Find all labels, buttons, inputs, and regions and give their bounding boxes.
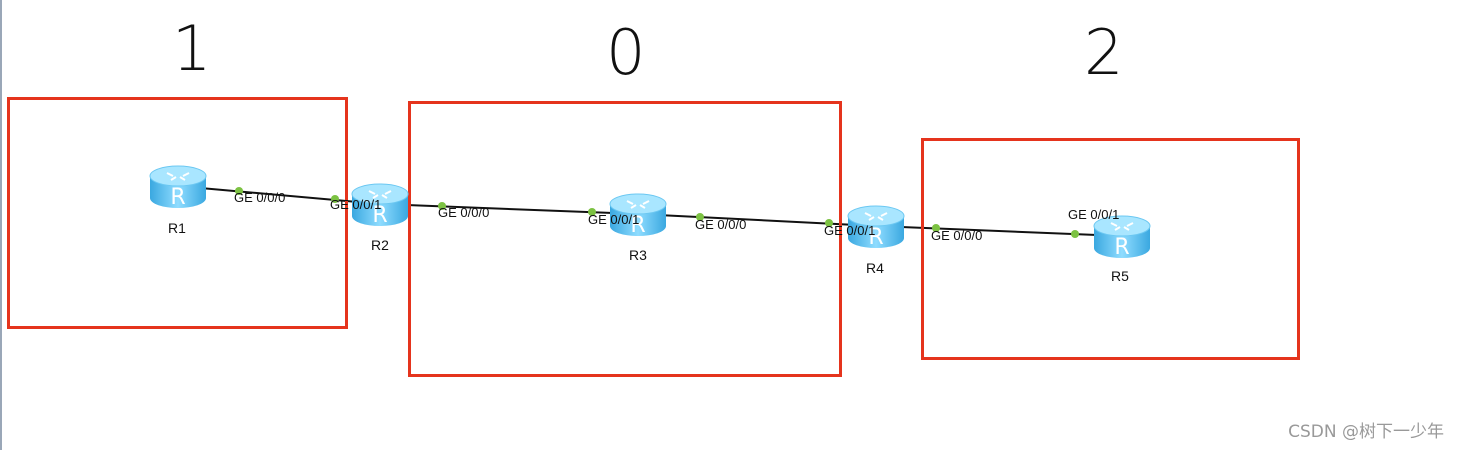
svg-text:R: R — [170, 185, 185, 210]
router-icon-r1[interactable]: R — [147, 160, 209, 212]
router-label-r5: R5 — [1111, 268, 1129, 284]
port-dot — [696, 213, 704, 221]
watermark: CSDN @树下一少年 — [1288, 422, 1444, 442]
router-icon-r3[interactable]: R — [607, 188, 669, 240]
port-dot — [438, 202, 446, 210]
area-box-1 — [7, 97, 348, 329]
router-label-r3: R3 — [629, 247, 647, 263]
area-box-2 — [921, 138, 1300, 360]
area-number: 1 — [172, 12, 212, 85]
interface-label: GE 0/0/0 — [931, 228, 983, 243]
link-r4-r5[interactable] — [875, 225, 1123, 237]
port-dot — [825, 219, 833, 227]
interface-label: GE 0/0/1 — [1068, 207, 1120, 222]
port-dot — [932, 224, 940, 232]
interface-label: GE 0/0/0 — [438, 205, 490, 220]
area-box-0 — [408, 101, 842, 377]
port-dot — [235, 187, 243, 195]
link-r3-r4[interactable] — [637, 213, 877, 227]
interface-label: GE 0/0/1 — [330, 197, 382, 212]
svg-text:R: R — [1114, 235, 1129, 260]
router-label-r1: R1 — [168, 220, 186, 236]
port-dot — [588, 208, 596, 216]
router-icon-r2[interactable]: R — [349, 178, 411, 230]
interface-label: GE 0/0/1 — [824, 223, 876, 238]
area-number: 0 — [606, 16, 646, 89]
router-label-r2: R2 — [371, 237, 389, 253]
interface-label: GE 0/0/0 — [695, 217, 747, 232]
area-number: 2 — [1084, 16, 1124, 89]
canvas-border — [0, 0, 2, 450]
router-label-r4: R4 — [866, 260, 884, 276]
interface-label: GE 0/0/1 — [588, 212, 640, 227]
port-dot — [1071, 230, 1079, 238]
router-icon-r4[interactable]: R — [845, 200, 907, 252]
svg-text:R: R — [372, 203, 387, 228]
port-dot — [331, 195, 339, 203]
router-icon-r5[interactable]: R — [1091, 210, 1153, 262]
interface-label: GE 0/0/0 — [234, 190, 286, 205]
svg-text:R: R — [868, 225, 883, 250]
svg-text:R: R — [630, 213, 645, 238]
